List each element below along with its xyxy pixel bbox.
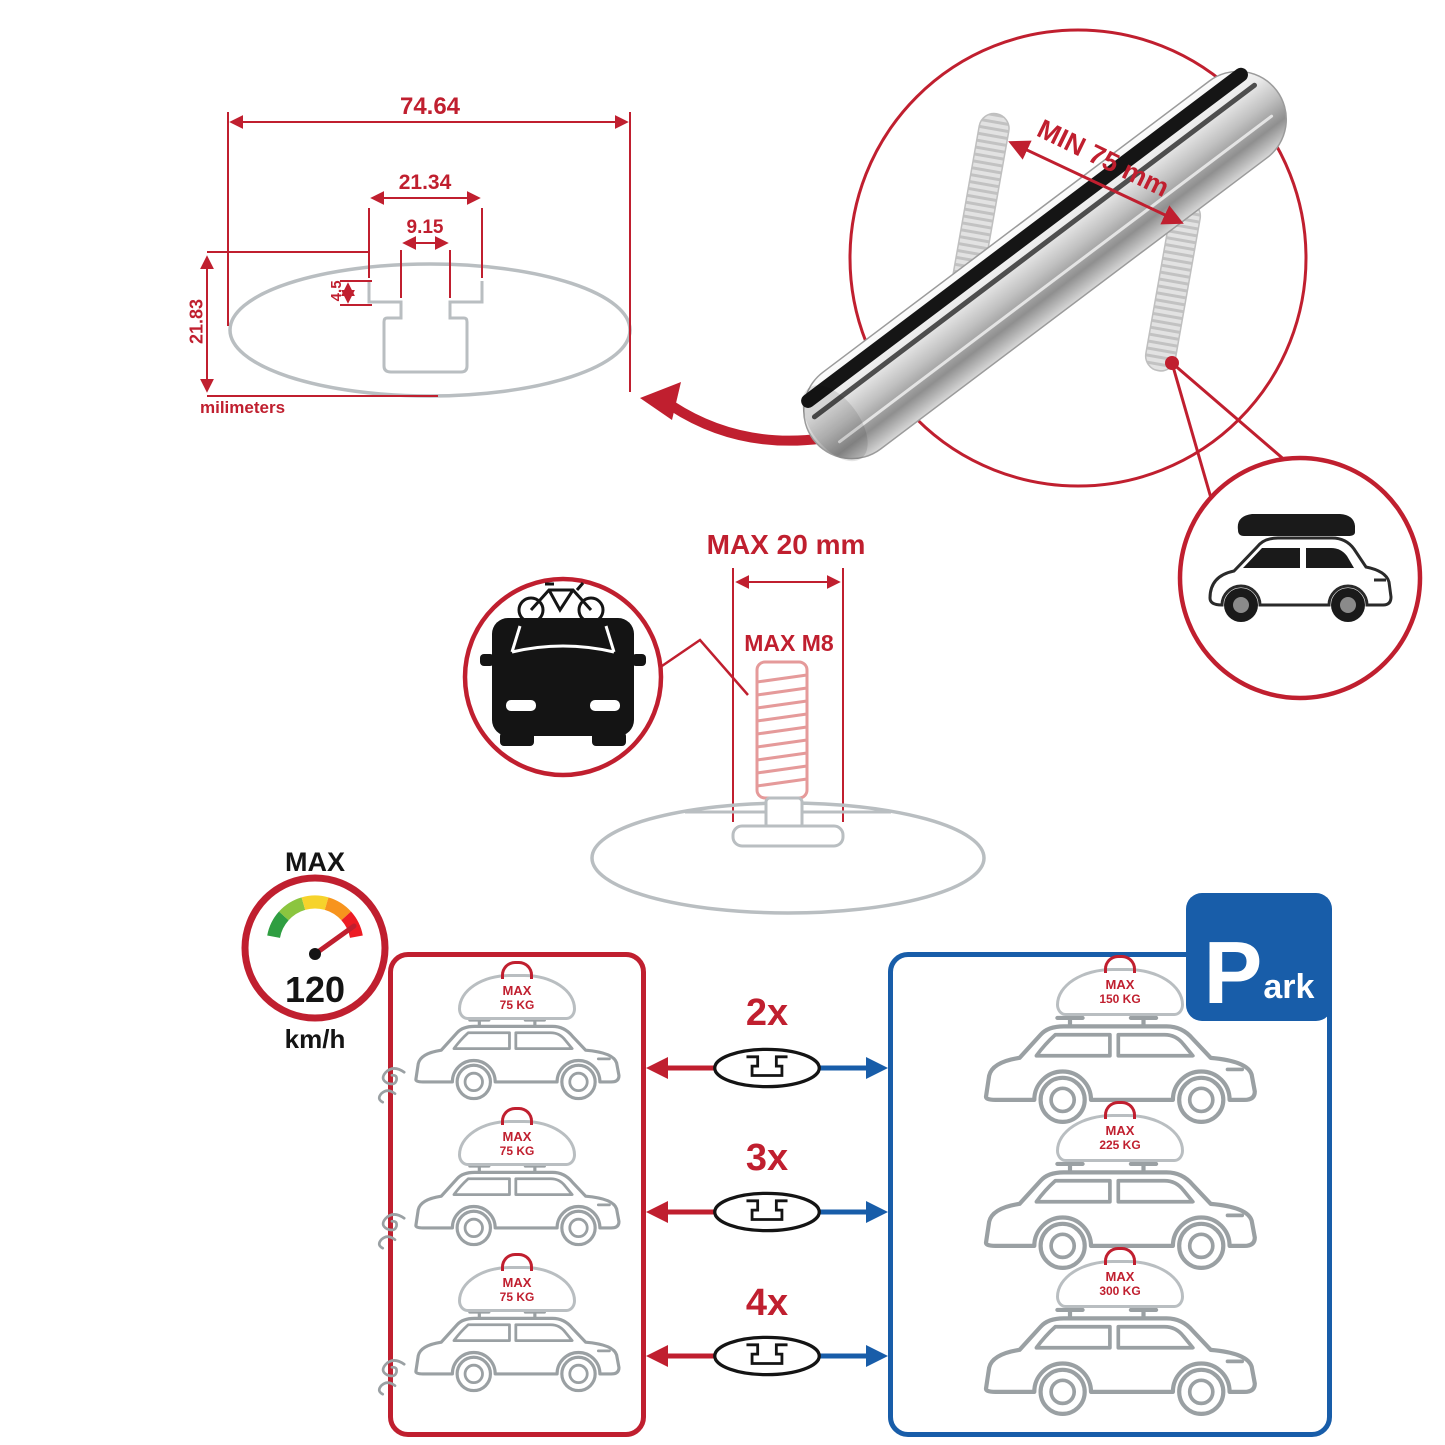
multiplier-2x-label: 2x	[745, 992, 789, 1034]
multiplier-arrows	[646, 1047, 888, 1377]
max-width-dimension	[732, 568, 844, 822]
smoke-icon	[377, 1359, 406, 1396]
bag-weight-value: 150 KG	[1099, 991, 1141, 1006]
arrow-row-3x	[646, 1191, 888, 1233]
threaded-bolt-icon	[755, 660, 809, 800]
roof-cargo-bag: MAX 75 KG	[458, 1253, 576, 1312]
smoke-icon	[377, 1067, 406, 1104]
parked-cars-group	[986, 1018, 1255, 1414]
gauge-needle	[312, 923, 357, 957]
bag-weight-value: 75 KG	[499, 1143, 535, 1158]
t-slot-adapter	[590, 796, 986, 915]
callout-line	[1171, 361, 1288, 464]
t-slot-profile	[367, 281, 484, 374]
bar-cross-section-icon	[712, 1047, 822, 1089]
multiplier-4x-label: 4x	[745, 1282, 789, 1324]
park-sign: P ark	[1186, 893, 1332, 1021]
bag-max-label: MAX	[1105, 977, 1135, 992]
smoke-icon	[377, 1213, 406, 1250]
roof-cargo-bag: MAX 75 KG	[458, 1107, 576, 1166]
bag-max-label: MAX	[502, 983, 532, 998]
bag-handle-icon	[501, 961, 533, 979]
callout-line	[1170, 362, 1215, 506]
suv-parked-icon	[986, 1310, 1255, 1414]
bag-handle-icon	[1104, 1247, 1136, 1265]
dimension-lines	[200, 112, 631, 397]
multiplier-3x-label: 3x	[745, 1137, 789, 1179]
bar-profile-oval	[228, 262, 632, 398]
bag-weight-value: 75 KG	[499, 1289, 535, 1304]
suv-driving-icon	[414, 1164, 621, 1247]
dim-channel-width-label: 21.34	[398, 171, 452, 194]
park-sign-letter: P	[1203, 922, 1263, 1022]
bag-max-label: MAX	[1105, 1269, 1135, 1284]
bicycle-icon	[517, 582, 605, 624]
min-spacing-arrow	[1008, 140, 1184, 225]
arrow-row-2x	[646, 1047, 888, 1089]
dim-total-width-label: 74.64	[399, 93, 461, 120]
bolt-spec-diagram	[462, 568, 986, 915]
bag-max-label: MAX	[1105, 1123, 1135, 1138]
car-front-icon	[480, 618, 646, 746]
bag-handle-icon	[1104, 955, 1136, 973]
speedometer-icon: 120	[241, 874, 389, 1022]
bag-max-label: MAX	[502, 1129, 532, 1144]
suv-driving-icon	[414, 1018, 621, 1101]
suv-driving-icon	[414, 1310, 621, 1393]
speed-max-label: MAX	[285, 847, 345, 877]
bag-weight-value: 225 KG	[1099, 1137, 1141, 1152]
max-thread-label: MAX M8	[744, 630, 834, 656]
arrow-row-4x	[646, 1335, 888, 1377]
bag-handle-icon	[501, 1107, 533, 1125]
driving-cars-group	[377, 1018, 621, 1396]
car-bike-circle	[462, 576, 664, 778]
suv-roofbox-circle	[1177, 455, 1423, 701]
bag-handle-icon	[501, 1253, 533, 1271]
dim-slot-width-label: 9.15	[406, 217, 444, 238]
dim-lip-height-label: 4.5	[328, 280, 346, 302]
speed-value: 120	[285, 969, 345, 1010]
bar-detail-view	[801, 28, 1423, 701]
bag-weight-value: 300 KG	[1099, 1283, 1141, 1298]
units-label: milimeters	[200, 398, 286, 417]
speed-unit-label: km/h	[284, 1024, 346, 1054]
bar-cross-section-icon	[712, 1335, 822, 1377]
roof-cargo-bag: MAX 150 KG	[1056, 955, 1184, 1016]
cross-section-diagram	[200, 112, 861, 446]
bag-weight-value: 75 KG	[499, 997, 535, 1012]
park-sign-suffix: ark	[1263, 968, 1315, 1006]
max-bolt-width-label: MAX 20 mm	[706, 529, 866, 560]
dim-total-height-label: 21.83	[186, 298, 207, 344]
bag-max-label: MAX	[502, 1275, 532, 1290]
bag-handle-icon	[1104, 1101, 1136, 1119]
suv-roofbox-icon	[1208, 514, 1393, 622]
bar-cross-section-icon	[712, 1191, 822, 1233]
